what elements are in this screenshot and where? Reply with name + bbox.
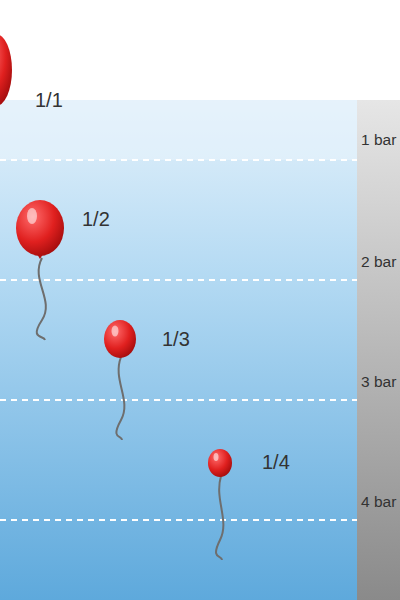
water-body <box>0 100 357 600</box>
volume-ratio: 1/1 <box>35 90 63 110</box>
pressure-label: 1 bar <box>361 132 396 148</box>
volume-ratio: 1/2 <box>82 209 110 229</box>
balloons <box>0 34 232 560</box>
pressure-label: 3 bar <box>361 374 396 390</box>
volume-ratio: 1/3 <box>162 329 190 349</box>
depth-lines <box>0 160 357 520</box>
pressure-column <box>357 100 400 600</box>
volume-ratio: 1/4 <box>262 452 290 472</box>
pressure-label: 2 bar <box>361 254 396 270</box>
pressure-label: 4 bar <box>361 494 396 510</box>
